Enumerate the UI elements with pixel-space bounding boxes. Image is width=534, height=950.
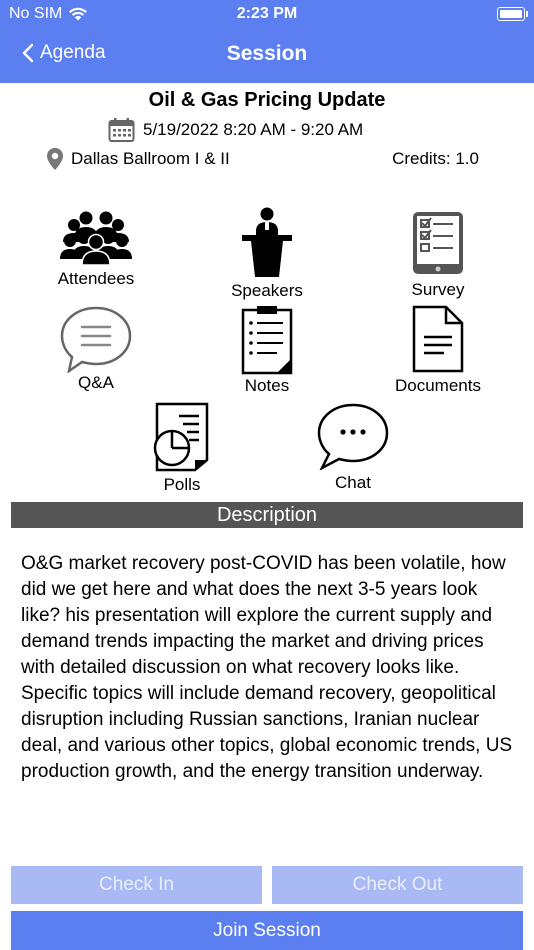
tile-documents[interactable]: Documents (368, 305, 508, 396)
wifi-icon (69, 7, 88, 21)
session-date-row: 5/19/2022 8:20 AM - 9:20 AM (108, 117, 363, 143)
check-out-button[interactable]: Check Out (272, 866, 523, 904)
battery-icon (497, 7, 528, 21)
tile-polls[interactable]: Polls (112, 402, 252, 495)
tile-qa-label: Q&A (78, 373, 114, 392)
top-bar: No SIM 2:23 PM Agenda Session (0, 0, 534, 83)
join-session-button[interactable]: Join Session (11, 911, 523, 950)
tile-attendees-label: Attendees (57, 269, 135, 288)
carrier-label: No SIM (9, 5, 63, 22)
nav-title: Session (226, 42, 308, 65)
description-text: O&G market recovery post-COVID has been … (21, 553, 513, 782)
status-carrier: No SIM (9, 5, 88, 23)
chat-bubble-icon (317, 403, 389, 470)
tile-chat-label: Chat (335, 473, 371, 492)
tile-attendees[interactable]: Attendees (26, 209, 166, 289)
session-credits: Credits: 1.0 (392, 149, 479, 168)
tile-survey-label: Survey (411, 280, 465, 299)
tile-speakers-label: Speakers (231, 281, 303, 300)
back-button[interactable]: Agenda (22, 42, 106, 64)
session-datetime: 5/19/2022 8:20 AM - 9:20 AM (143, 120, 364, 139)
description-header: Description (11, 502, 523, 528)
tile-survey[interactable]: Survey (368, 210, 508, 300)
calendar-icon (108, 118, 135, 142)
tile-documents-label: Documents (395, 376, 481, 395)
tile-notes-label: Notes (244, 376, 290, 395)
status-time: 2:23 PM (236, 5, 298, 22)
check-in-button[interactable]: Check In (11, 866, 262, 904)
tile-speakers[interactable]: Speakers (197, 207, 337, 301)
document-icon (412, 305, 464, 373)
clipboard-icon (241, 306, 293, 375)
speech-bubble-lines-icon (60, 306, 132, 373)
tile-qa[interactable]: Q&A (26, 305, 166, 393)
session-location-row: Dallas Ballroom I & II (46, 147, 230, 171)
tile-polls-label: Polls (163, 475, 201, 494)
survey-tablet-icon (413, 212, 463, 274)
poll-report-icon (153, 402, 209, 472)
map-pin-icon (47, 148, 63, 170)
tile-chat[interactable]: Chat (283, 402, 423, 493)
tile-notes[interactable]: Notes (197, 305, 337, 396)
attendees-icon (60, 211, 132, 265)
speaker-podium-icon (242, 207, 292, 277)
chevron-left-icon (22, 43, 34, 63)
session-location: Dallas Ballroom I & II (71, 149, 230, 168)
session-title: Oil & Gas Pricing Update (148, 89, 386, 111)
back-label: Agenda (40, 42, 106, 63)
